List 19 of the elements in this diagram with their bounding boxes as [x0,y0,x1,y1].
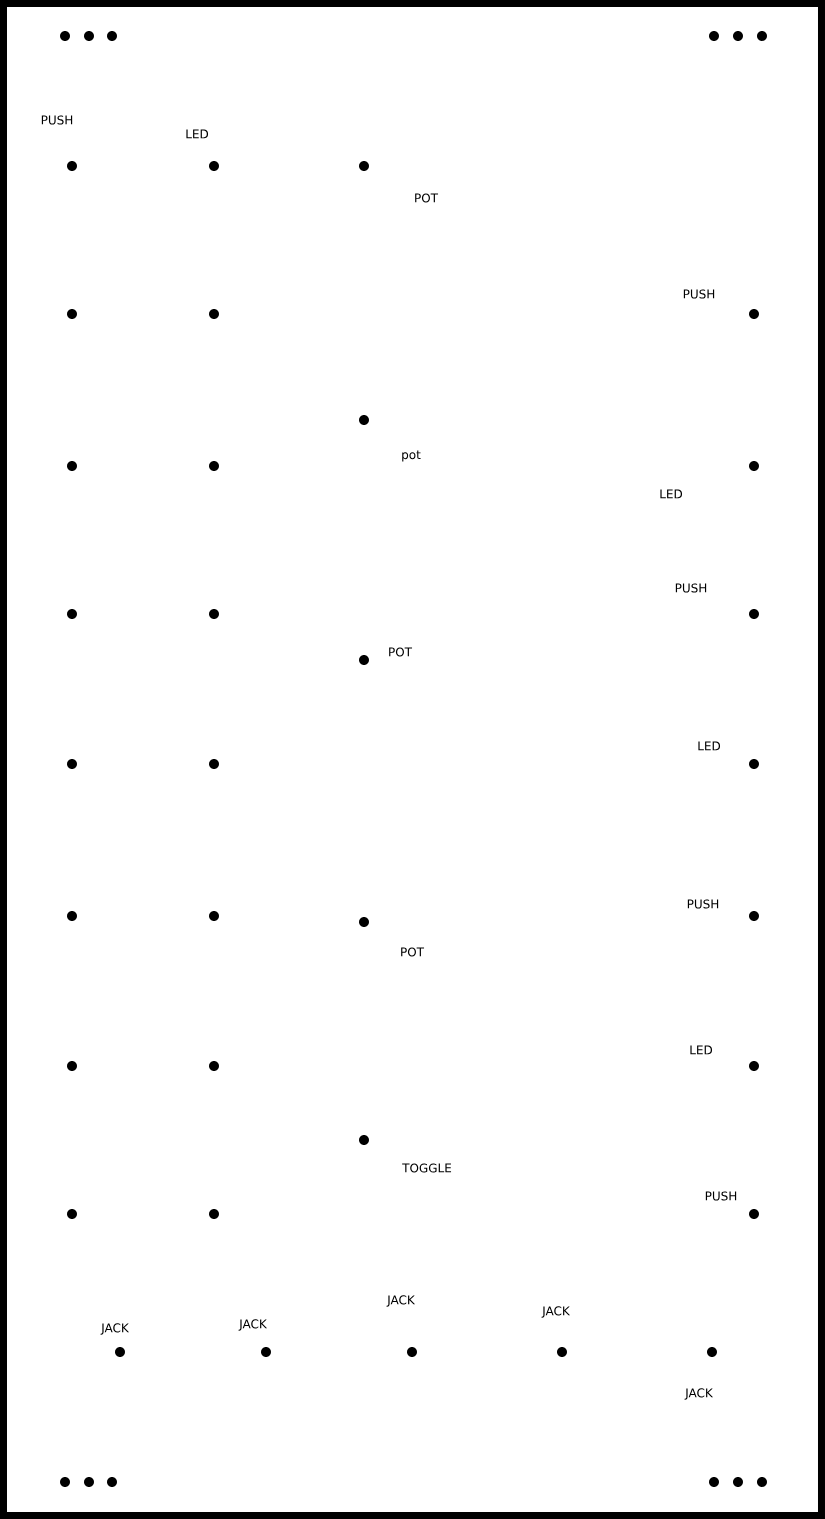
part-label: PUSH [41,115,73,125]
part-label: PUSH [683,289,715,299]
part-label: POT [389,647,413,657]
part-label: PUSH [675,583,707,593]
part-label: JACK [684,1388,714,1400]
part-label: LED [186,129,209,139]
part-label: LED [690,1045,713,1055]
part-label: PUSH [687,899,719,909]
part-label: pot [402,450,421,462]
part-label: TOGGLE [402,1163,452,1173]
part-label: JACK [386,1295,416,1307]
part-label: LED [660,489,683,499]
part-label: JACK [100,1323,130,1335]
part-label: JACK [238,1319,268,1331]
part-label: LED [698,741,721,751]
part-label: PUSH [705,1191,737,1201]
part-label: POT [401,947,425,957]
part-label: JACK [541,1306,571,1318]
part-label: POT [415,193,439,203]
